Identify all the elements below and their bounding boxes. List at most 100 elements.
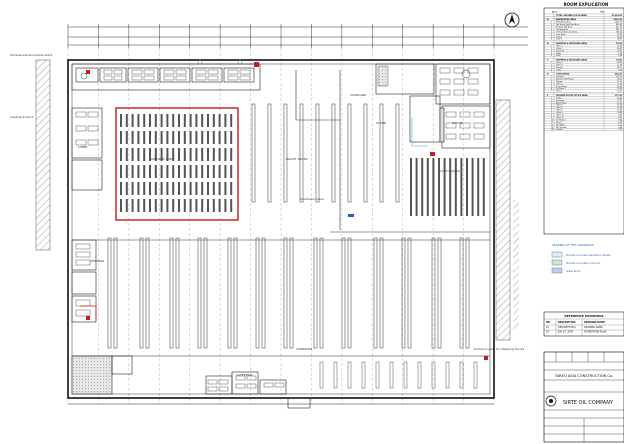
desk (75, 309, 91, 317)
schedule-row-value: 4.22 (618, 124, 622, 126)
schedule-row-value: 28.45 (617, 62, 622, 64)
sandbox-rack-bar (149, 199, 151, 212)
schedule-row-index: 3 (551, 81, 552, 83)
sandbox-rack-bar (207, 165, 209, 178)
sandbox-rack-bar (131, 148, 134, 161)
sandbox-rack-bar (143, 165, 146, 178)
schedule-row-index: 4 (551, 105, 552, 107)
desk (207, 75, 219, 81)
schedule-row-value: 241.10 (616, 29, 622, 31)
pallet-rack (395, 103, 400, 203)
sandbox-rack-bar (218, 148, 221, 161)
pallet-rack (347, 237, 352, 349)
sandbox-rack-bar (230, 165, 233, 178)
desk (103, 69, 113, 75)
pallet-rack (283, 103, 288, 203)
schedule-row-index: 8 (551, 39, 552, 41)
contractor-name: TAREQ ASIA CONSTRUCTION Co. (554, 374, 613, 378)
desk (227, 75, 239, 81)
desk (445, 122, 457, 129)
sandbox-rack-bar (125, 199, 128, 212)
revision-cell: 02 (546, 331, 549, 334)
sandbox-rack-bar (149, 148, 151, 161)
sandbox-rack-bar (178, 148, 180, 161)
schedule-row-value: 9.02 (618, 115, 622, 117)
left-office-stack (71, 107, 103, 323)
pallet-rack (431, 237, 436, 349)
office-furniture-top (80, 59, 251, 81)
sandbox-rack-bar (178, 165, 180, 178)
schedule-row-value: 8.67 (618, 117, 622, 119)
schedule-row-index: 8 (551, 115, 552, 117)
pallet-rack (283, 237, 288, 349)
sandbox-rack-bar (166, 165, 169, 178)
schedule-row-value: 805.00 (616, 24, 622, 26)
schedule-row-value: 195.34 (616, 31, 622, 33)
schedule-section-label: SHIPPING & RECEIVING AREA (556, 59, 588, 61)
label-crane: Overhead crane (300, 197, 324, 201)
schedule-row-index: 2 (551, 100, 552, 102)
pallet-rack (331, 103, 336, 203)
light-rack-bar (410, 158, 412, 216)
schedule-row-name: OP Overhead Crane Area (556, 30, 577, 33)
light-rack-bar (454, 158, 457, 216)
desk (459, 111, 471, 118)
desk (175, 75, 187, 81)
schedule-row-name: Trash 2 (556, 38, 562, 41)
desk (445, 111, 457, 118)
legend-label: Glass block (566, 269, 581, 273)
schedule-row-value: 421.78 (616, 26, 622, 28)
sandbox-area (115, 107, 239, 221)
schedule-row-index: 4 (551, 69, 552, 71)
schedule-row-name: Pallet Racks Area (556, 21, 571, 24)
schedule-section-no: E (547, 95, 549, 97)
sandbox-rack-bar (183, 114, 186, 127)
schedule-row-name: Toilet (556, 54, 561, 57)
schedule-row-value: 16.02 (617, 86, 622, 88)
label-store: STORE (376, 121, 386, 125)
schedule-row-value: 6.84 (618, 119, 622, 121)
sandbox-rack-bar (154, 131, 157, 144)
schedule-row-value: 24.81 (617, 48, 622, 50)
red-markers (86, 62, 488, 360)
grid-axes (67, 48, 495, 404)
schedule-row-name: Nursing (556, 66, 563, 69)
sandbox-rack-bar (154, 148, 157, 161)
schedule-row-index: 1 (551, 45, 552, 47)
desk (75, 251, 91, 258)
label-cafe: CAFETERIA (236, 373, 253, 377)
sandbox-rack-bar (207, 199, 209, 212)
schedule-row-name: Office 8 (556, 110, 563, 112)
right-hatch-strip (495, 99, 511, 341)
desk (439, 78, 451, 85)
revision-cell: FOUNDATION PLAN (584, 331, 606, 334)
sandbox-rack-bar (201, 199, 204, 212)
desk (235, 383, 246, 389)
schedule-row-value: 15.62 (617, 102, 622, 104)
sandbox-rack-bar (166, 182, 169, 195)
sandbox-rack-bar (195, 131, 198, 144)
office-furniture-left (75, 111, 99, 317)
sandbox-rack-bar (120, 182, 122, 195)
schedule-row-index: 6 (551, 110, 552, 112)
schedule-row-index: 12 (551, 124, 553, 126)
desk (473, 133, 485, 140)
schedule-row-name: Office 10 (556, 115, 564, 117)
schedule-row-index: 13 (551, 127, 553, 129)
schedule-row-name: WC (Male) (556, 124, 565, 126)
pallet-rack (255, 237, 260, 349)
sandbox-rack-bar (195, 182, 198, 195)
schedule-row-index: 1 (551, 62, 552, 64)
legend: LEGEND OF THE DRAWINGS Precast Concrete … (551, 243, 611, 274)
pallet-rack (267, 103, 272, 203)
sandbox-rack-bar (120, 199, 122, 212)
desk (453, 78, 465, 85)
schedule-row-name: Trash Room (556, 33, 566, 36)
pallet-rack (347, 103, 352, 203)
schedule-row-name: Office 11 (556, 117, 564, 119)
bottom-offices (71, 355, 287, 395)
lower-pallet-racks (107, 237, 478, 389)
desk (75, 111, 87, 118)
